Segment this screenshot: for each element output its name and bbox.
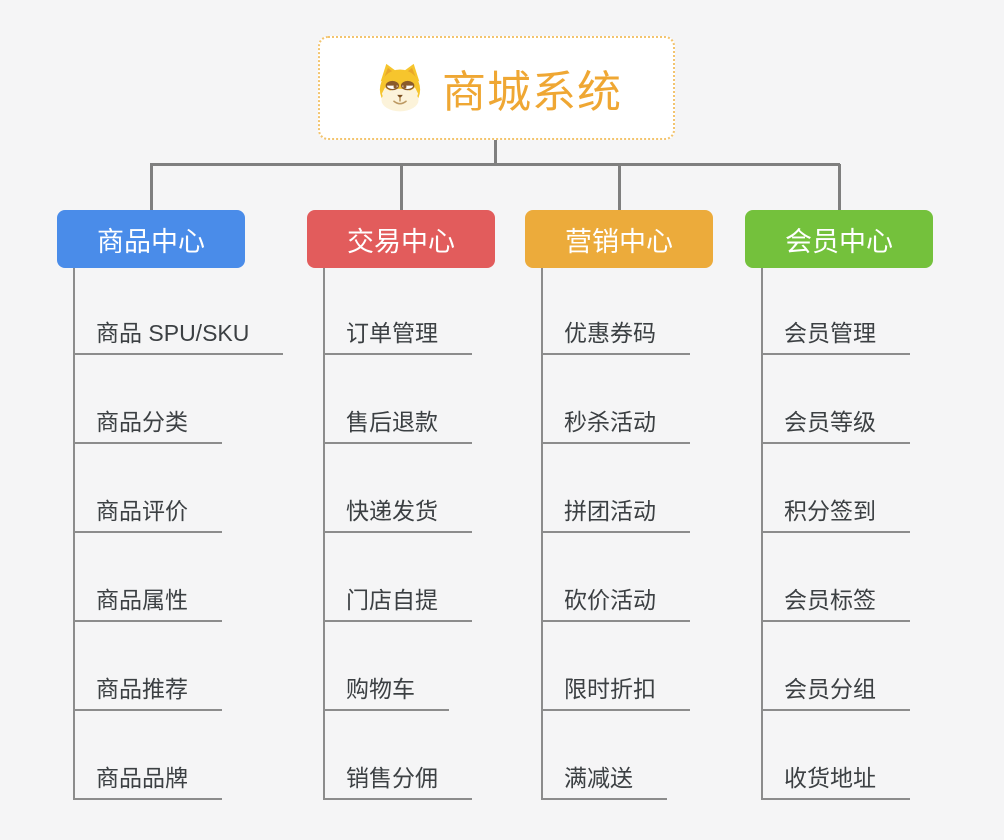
leaf-node[interactable]: 会员标签 bbox=[762, 586, 910, 622]
leaf-node[interactable]: 秒杀活动 bbox=[542, 408, 690, 444]
spine-member-center bbox=[761, 268, 763, 800]
spine-marketing-center bbox=[541, 268, 543, 800]
spine-product-center bbox=[73, 268, 75, 800]
leaf-node[interactable]: 商品 SPU/SKU bbox=[74, 319, 284, 355]
leaf-node[interactable]: 商品分类 bbox=[74, 408, 222, 444]
spine-trade-center bbox=[323, 268, 325, 800]
connector-drop-2 bbox=[400, 164, 403, 210]
connector-rail bbox=[150, 163, 840, 166]
leaf-node[interactable]: 商品品牌 bbox=[74, 764, 222, 800]
branch-node-member-center[interactable]: 会员中心 bbox=[745, 210, 933, 268]
leaf-node[interactable]: 商品评价 bbox=[74, 497, 222, 533]
leaf-node[interactable]: 商品推荐 bbox=[74, 675, 222, 711]
leaf-node[interactable]: 售后退款 bbox=[324, 408, 472, 444]
leaf-node[interactable]: 收货地址 bbox=[762, 764, 910, 800]
leaf-node[interactable]: 商品属性 bbox=[74, 586, 222, 622]
leaf-node[interactable]: 销售分佣 bbox=[324, 764, 472, 800]
branch-node-trade-center[interactable]: 交易中心 bbox=[307, 210, 495, 268]
root-title: 商城系统 bbox=[442, 68, 622, 117]
branch-node-product-center[interactable]: 商品中心 bbox=[57, 210, 245, 268]
leaf-node[interactable]: 砍价活动 bbox=[542, 586, 690, 622]
leaf-node[interactable]: 购物车 bbox=[324, 675, 449, 711]
connector-drop-4 bbox=[838, 164, 841, 210]
leaf-node[interactable]: 会员分组 bbox=[762, 675, 910, 711]
leaf-node[interactable]: 优惠券码 bbox=[542, 319, 690, 355]
doge-icon bbox=[379, 63, 421, 112]
leaf-node[interactable]: 限时折扣 bbox=[542, 675, 690, 711]
leaf-node[interactable]: 订单管理 bbox=[324, 319, 472, 355]
leaf-node[interactable]: 门店自提 bbox=[324, 586, 472, 622]
leaf-node[interactable]: 会员管理 bbox=[762, 319, 910, 355]
leaf-node[interactable]: 满减送 bbox=[542, 764, 667, 800]
branch-node-marketing-center[interactable]: 营销中心 bbox=[525, 210, 713, 268]
leaf-node[interactable]: 快递发货 bbox=[324, 497, 472, 533]
leaf-node[interactable]: 拼团活动 bbox=[542, 497, 690, 533]
leaf-node[interactable]: 会员等级 bbox=[762, 408, 910, 444]
root-node[interactable]: 商城系统 bbox=[318, 36, 675, 140]
connector-root-stub bbox=[494, 140, 497, 165]
connector-drop-1 bbox=[150, 164, 153, 210]
connector-drop-3 bbox=[618, 164, 621, 210]
leaf-node[interactable]: 积分签到 bbox=[762, 497, 910, 533]
